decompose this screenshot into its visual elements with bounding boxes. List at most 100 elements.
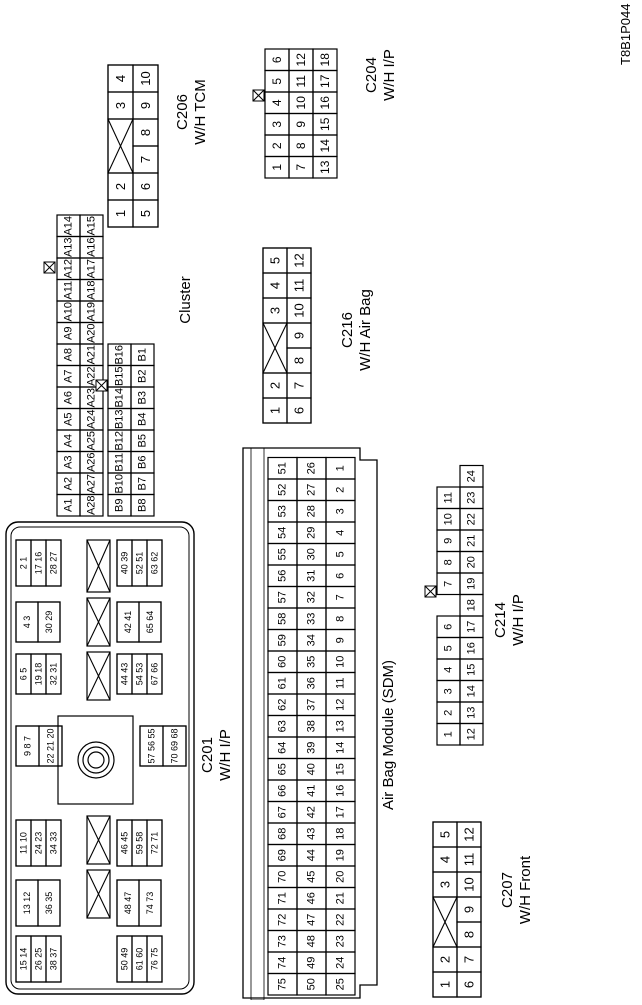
c201-group-57-56-55-strip (162, 725, 187, 767)
c201-key-block (86, 815, 111, 865)
cluster-a-pin-label: A25 (86, 431, 98, 451)
c214-pin-label: 14 (466, 685, 478, 697)
sdm-pin-label: 35 (306, 656, 318, 668)
c201-group-44-43-pin-label: 44 43 (120, 663, 130, 686)
sdm-pin-label: 45 (306, 871, 318, 883)
cluster-a-pin-label: A16 (86, 237, 98, 257)
c201-group-57-56-55-pin-label: 57 56 55 (147, 728, 157, 763)
c201-group-13-12-strip (37, 879, 61, 927)
c207-pin-label: 2 (438, 956, 453, 963)
cluster-b-pin-label: B5 (137, 434, 149, 447)
c204-pin-label: 4 (270, 99, 284, 106)
c206-desc-label: W/H TCM (192, 79, 209, 145)
c214-pin-label: 18 (466, 599, 478, 611)
sdm-pin-label: 71 (277, 892, 289, 904)
c201-group-13-12-pin-label: 13 12 (22, 892, 32, 915)
c201-group-6-5-strip (45, 653, 62, 695)
sdm-pin-label: 66 (277, 785, 289, 797)
c204-pin-label: 12 (294, 53, 308, 67)
cluster-a-pin-label: A23 (86, 388, 98, 408)
cluster-label: Cluster (177, 276, 194, 324)
c201-group-42-41-strip (138, 601, 162, 643)
sdm-pin-label: 68 (277, 828, 289, 840)
sdm-pin-label: 30 (306, 548, 318, 560)
sdm-pin-label: 32 (306, 591, 318, 603)
sdm-pin-label: 33 (306, 613, 318, 625)
c201-group-48-47-strip (138, 879, 162, 927)
c201-bolt-middle (82, 746, 110, 774)
sdm-pin-label: 63 (277, 720, 289, 732)
sdm-housing-rib (250, 447, 265, 1001)
sdm-pin-label: 12 (335, 699, 347, 711)
c214-pin-label: 6 (443, 624, 455, 630)
cluster-a-pin-label: A15 (86, 216, 98, 236)
c201-group-40-39-pin-label: 40 39 (120, 552, 130, 575)
cluster-a-pin-label: A24 (86, 409, 98, 429)
cluster-a-pin-label: A20 (86, 323, 98, 343)
c201-group-46-45-pin-label: 46 45 (120, 832, 130, 855)
sdm-pin-label: 10 (335, 656, 347, 668)
c201-key-block (86, 597, 111, 647)
c201-desc-label: W/H I/P (217, 729, 234, 781)
cluster-b-pin-label: B8 (137, 499, 149, 512)
c207-pin-cell (456, 821, 482, 848)
c207-name-label: C207 (499, 872, 516, 908)
c206-name-label: C206 (174, 94, 191, 130)
c216-pin-label: 8 (292, 357, 307, 364)
cluster-b-key-marker (95, 379, 108, 392)
sdm-pin-label: 65 (277, 763, 289, 775)
c201-group-44-43-pin-label: 54 53 (135, 663, 145, 686)
c216-pin-label: 5 (268, 257, 283, 264)
c201-group-13-12-pin-label: 36 35 (44, 892, 54, 915)
c204-pin-cell (312, 48, 338, 72)
sdm-pin-label: 5 (335, 551, 347, 557)
c201-group-4-3-pin-label: 30 29 (44, 611, 54, 634)
c201-key-cross (86, 815, 111, 865)
c204-pin-label: 11 (294, 75, 308, 88)
c201-center-block (57, 715, 134, 805)
sdm-pin-label: 23 (335, 935, 347, 947)
sdm-pin-label: 9 (335, 637, 347, 643)
sdm-pin-label: 51 (277, 462, 289, 474)
sdm-pin-label: 72 (277, 914, 289, 926)
cluster-b-pin-cell (130, 343, 155, 367)
c204-name-label: C204 (363, 57, 380, 93)
sdm-pin-label: 57 (277, 591, 289, 603)
c207-pin-label: 3 (438, 881, 453, 888)
sdm-pin-label: 29 (306, 527, 318, 539)
c201-group-6-5-pin-label: 19 18 (34, 663, 44, 686)
c204-pin-label: 7 (294, 164, 308, 171)
cluster-a-pin-label: A8 (63, 348, 75, 361)
cluster-a-pin-label: A3 (63, 456, 75, 469)
c216-pin-label: 4 (268, 282, 283, 289)
c207-pin-label: 9 (462, 906, 477, 913)
c214-pin-label: 20 (466, 556, 478, 568)
cluster-a-pin-label: A22 (86, 366, 98, 386)
sdm-pin-label: 17 (335, 806, 347, 818)
c204-desc-label: W/H I/P (381, 49, 398, 101)
c206-pin-cell (107, 64, 134, 93)
c206-pin-label: 4 (113, 75, 128, 82)
cluster-a-pin-label: A18 (86, 280, 98, 300)
c204-pin-label: 14 (318, 139, 332, 153)
sdm-pin-label: 15 (335, 763, 347, 775)
c201-group-9-8-7-pin-label: 22 21 20 (46, 728, 56, 763)
c207-pin-label: 11 (462, 853, 477, 867)
sdm-pin-label: 46 (306, 892, 318, 904)
c201-name-label: C201 (199, 737, 216, 773)
c206-pin-label: 10 (138, 71, 153, 85)
c207-pin-label: 7 (462, 956, 477, 963)
c201-group-46-45-pin-label: 72 71 (150, 832, 160, 855)
c214-pin-cell (459, 464, 484, 488)
sdm-pin-label: 75 (277, 978, 289, 990)
sdm-pin-label: 74 (277, 957, 289, 969)
sdm-pin-label: 59 (277, 634, 289, 646)
c216-pin-label: 10 (292, 303, 307, 317)
cluster-a-pin-label: A5 (63, 413, 75, 426)
cluster-b-pin-label: B9 (114, 499, 126, 512)
c214-key-marker (424, 585, 437, 598)
c214-pin-label: 22 (466, 513, 478, 525)
cluster-a-pin-label: A1 (63, 499, 75, 512)
cluster-b-pin-label: B10 (114, 474, 126, 494)
